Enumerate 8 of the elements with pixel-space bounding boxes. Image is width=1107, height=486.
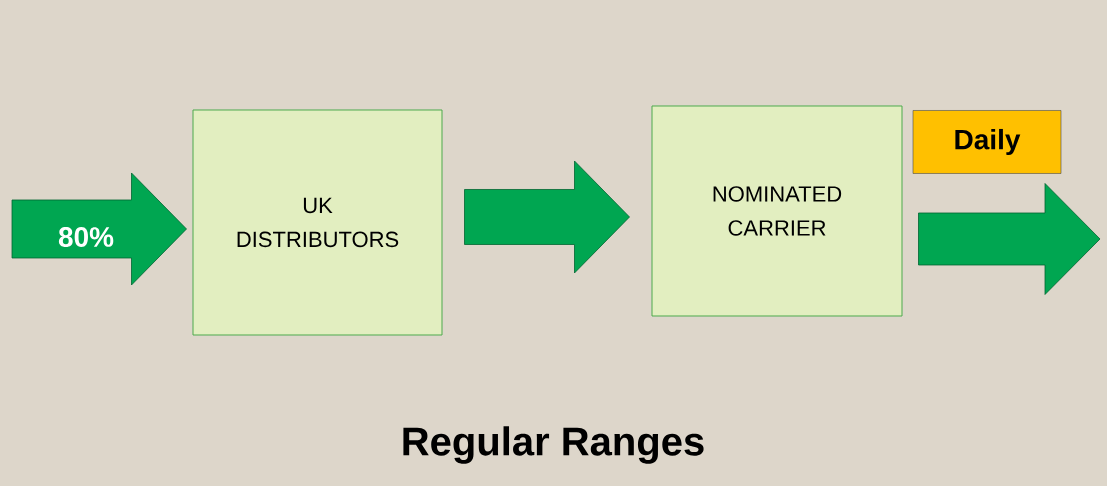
block-arrow <box>464 160 630 274</box>
block-arrow <box>918 183 1101 295</box>
block-arrow <box>11 172 187 286</box>
title: Regular Ranges <box>403 426 704 464</box>
edge-label: Daily <box>912 110 1062 174</box>
process-box: NOMINATED CARRIER <box>651 105 903 317</box>
edge-label: 80% <box>57 226 116 248</box>
process-box: UK DISTRIBUTORS <box>192 109 443 336</box>
